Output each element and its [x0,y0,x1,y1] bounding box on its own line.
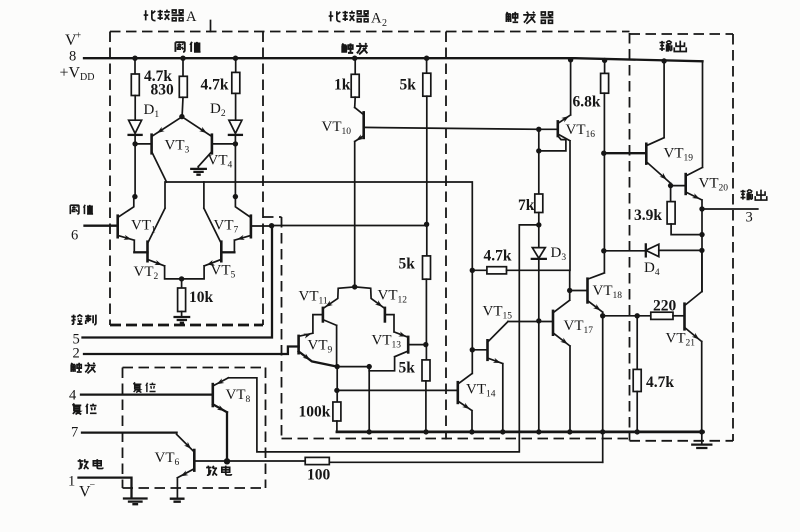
svg-text:VT11: VT11 [299,289,328,307]
svg-text:VT8: VT8 [226,387,251,405]
svg-text:VT13: VT13 [372,333,402,351]
svg-text:8: 8 [69,49,76,65]
svg-text:2: 2 [382,18,387,29]
svg-text:4.7k: 4.7k [144,68,172,85]
svg-text:V: V [65,32,77,49]
svg-text:10k: 10k [189,289,214,306]
svg-text:1: 1 [68,474,75,490]
svg-text:VT15: VT15 [483,304,513,322]
svg-text:VT19: VT19 [664,146,694,164]
svg-text:5k: 5k [399,256,416,273]
svg-text:A: A [186,9,197,25]
svg-text:VT10: VT10 [322,119,352,137]
svg-text:VT20: VT20 [699,176,729,194]
svg-text:7: 7 [71,425,78,441]
svg-text:2: 2 [73,346,80,362]
svg-text:5k: 5k [400,77,417,94]
svg-text:DD: DD [80,72,94,83]
svg-text:VT12: VT12 [378,288,408,306]
svg-text:D1: D1 [144,102,160,120]
svg-text:+V: +V [60,65,81,82]
svg-text:−: − [90,480,96,491]
svg-text:VT3: VT3 [165,138,190,156]
svg-text:1k: 1k [334,77,351,94]
svg-text:7k: 7k [518,197,535,214]
svg-text:5: 5 [73,332,80,348]
svg-text:100k: 100k [299,404,331,421]
svg-text:830: 830 [151,82,175,99]
svg-text:3: 3 [746,210,753,226]
svg-text:D4: D4 [644,260,660,278]
svg-text:4: 4 [69,388,77,404]
svg-text:VT14: VT14 [466,382,496,400]
svg-text:220: 220 [653,298,677,315]
svg-text:4.7k: 4.7k [201,77,229,94]
svg-text:3.9k: 3.9k [634,207,662,224]
svg-text:VT16: VT16 [566,122,596,140]
svg-text:6: 6 [71,228,78,244]
svg-text:VT5: VT5 [211,263,236,281]
svg-text:VT6: VT6 [155,450,180,468]
svg-text:VT18: VT18 [593,283,623,301]
svg-text:VT7: VT7 [214,218,239,236]
svg-text:VT17: VT17 [564,318,594,336]
svg-text:VT9: VT9 [308,338,333,356]
svg-text:V: V [79,484,91,501]
svg-text:5k: 5k [399,360,416,377]
svg-text:100: 100 [307,467,331,484]
svg-text:D2: D2 [210,101,226,119]
svg-text:VT4: VT4 [208,153,233,171]
svg-text:4.7k: 4.7k [484,248,512,265]
svg-text:D3: D3 [551,245,567,263]
svg-text:VT1: VT1 [131,218,156,236]
svg-text:VT2: VT2 [134,264,159,282]
svg-text:+: + [76,31,82,42]
svg-text:6.8k: 6.8k [573,94,601,111]
svg-text:4.7k: 4.7k [646,374,674,391]
svg-text:A: A [371,11,382,27]
